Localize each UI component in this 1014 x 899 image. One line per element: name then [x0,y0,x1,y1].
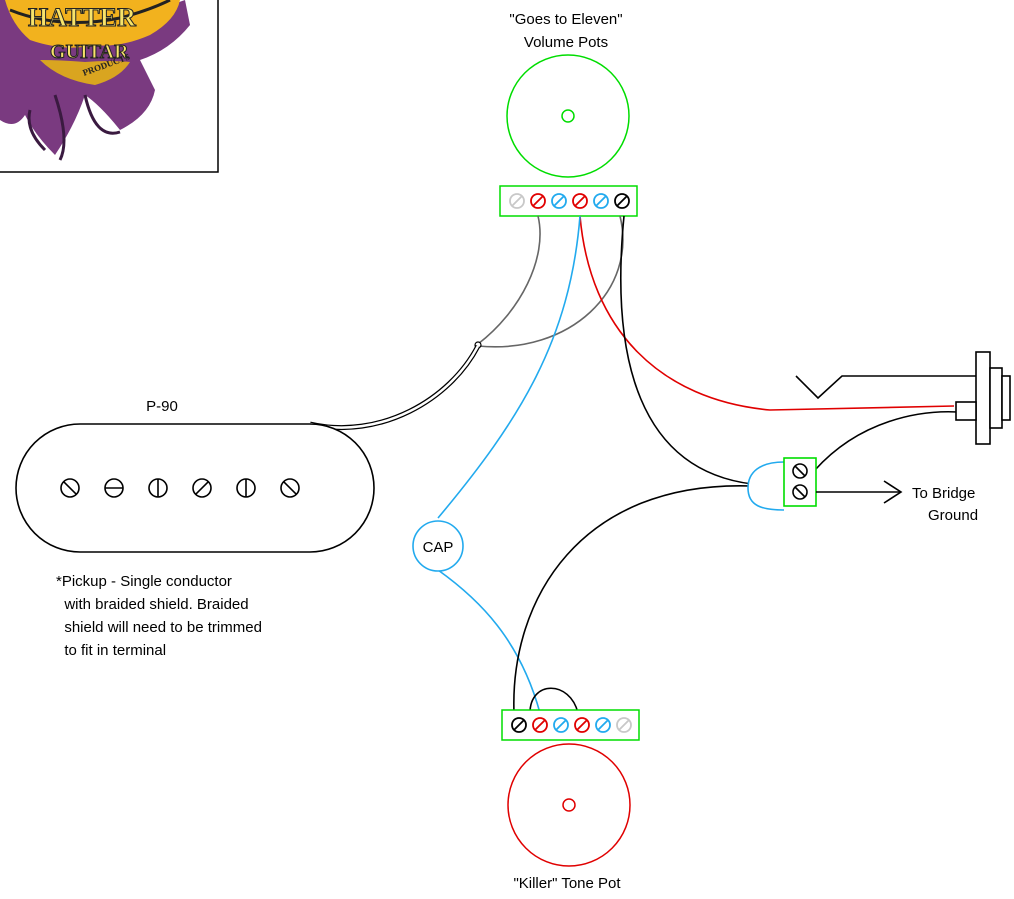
capacitor-body [412,520,464,572]
volume-pot-title-line1: "Goes to Eleven" [509,11,622,28]
jack-nut [975,351,991,445]
volume-pot: "Goes to Eleven" Volume Pots [499,11,638,217]
pickup-shielded-cable [309,345,480,429]
pole-piece [104,478,124,498]
tone-pot: "Killer" Tone Pot [501,709,640,892]
jack-sleeve-lug [955,401,977,421]
bridge-ground-label-line2: Ground [928,507,978,524]
ground-terminal: To Bridge Ground [747,457,978,524]
jack-end [1001,375,1011,421]
ground-wire-to-jack [814,410,959,471]
tone-terminal-screw [595,717,611,733]
logo-text-guitar: GUITAR [50,41,129,63]
tone-terminal-screw [553,717,569,733]
pickup-note-line2: with braided shield. Braided [56,596,249,613]
pickup-name: P-90 [146,398,178,415]
pickup-note-line1: *Pickup - Single conductor [56,573,232,590]
hot-wire-to-jack [579,215,955,411]
logo-box: HATTER GUITAR PRODUCTS [0,0,219,173]
tone-terminal-screw [574,717,590,733]
pole-piece [192,478,212,498]
volume-terminal-screw [593,193,609,209]
ground-wire-tone [513,485,753,714]
pole-piece [148,478,168,498]
tone-terminal-jumper [529,687,579,714]
volume-terminal-screw [572,193,588,209]
volume-terminal-screw [509,193,525,209]
p90-pickup: P-90 *Pickup - Single conductor with bra… [15,398,375,659]
tone-terminal-screw [532,717,548,733]
ground-terminal-connector [747,461,785,511]
capacitor: CAP [412,520,464,572]
volume-pot-shaft [561,109,575,123]
tone-terminal-screw [616,717,632,733]
output-jack [795,351,1011,445]
cap-wire-from-volume [437,215,581,519]
tone-pot-title: "Killer" Tone Pot [513,875,621,892]
pole-piece [280,478,300,498]
shield-wire-a [477,215,541,345]
ground-terminal-screw [792,463,808,479]
volume-pot-title-line2: Volume Pots [524,34,608,51]
volume-terminal-screw [530,193,546,209]
volume-pot-body [506,54,630,178]
tone-pot-body [507,743,631,867]
tone-pot-shaft [562,798,576,812]
capacitor-label: CAP [423,539,454,556]
ground-terminal-screw [792,484,808,500]
bridge-ground-label-line1: To Bridge [912,485,975,502]
hatter-guitar-logo: HATTER GUITAR PRODUCTS [0,0,190,161]
ground-wire-volume [619,215,753,485]
volume-terminal-screw [551,193,567,209]
cap-wire-to-tone [437,569,541,714]
volume-terminal-screw [614,193,630,209]
tone-terminal-screw [511,717,527,733]
tone-terminal-screws [511,717,632,733]
pickup-note-line4: to fit in terminal [56,642,166,659]
shield-wire-b [477,215,624,348]
arrow-head-icon [883,480,903,504]
volume-terminal-screws [509,193,630,209]
pole-pieces [60,478,300,498]
wiring [309,215,959,714]
jack-barrel [989,367,1003,429]
pole-piece [60,478,80,498]
jack-tip-lug [795,375,978,400]
logo-text-hatter: HATTER [28,3,136,32]
pole-piece [236,478,256,498]
pickup-note-line3: shield will need to be trimmed [56,619,262,636]
